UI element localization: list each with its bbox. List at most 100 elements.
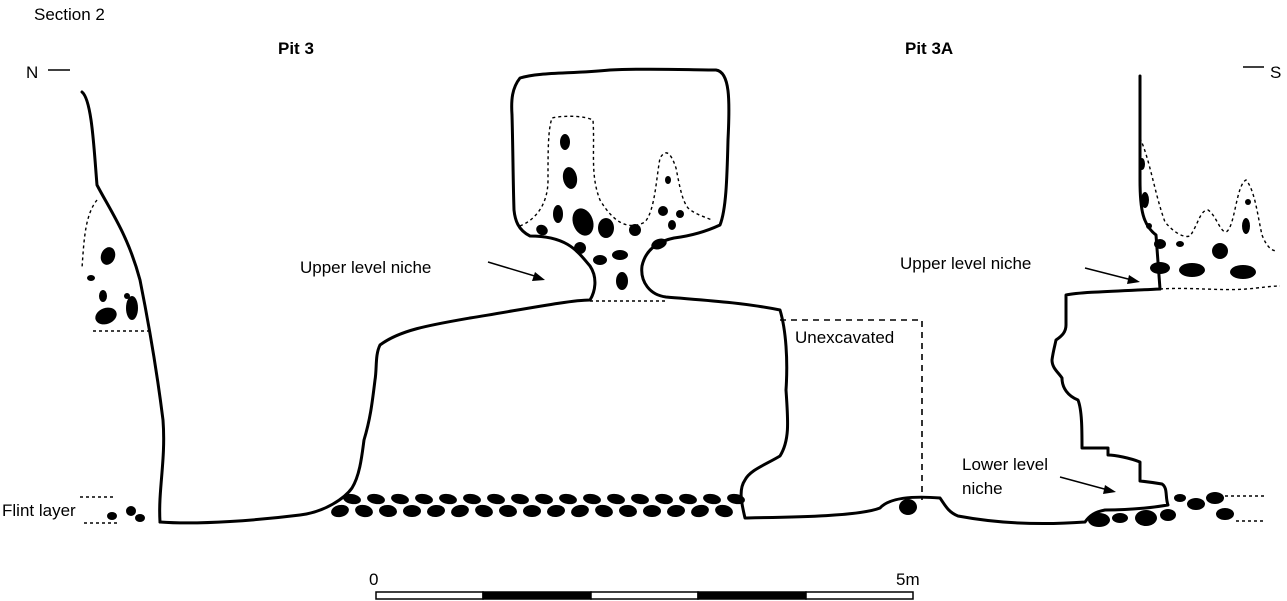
- flint-nodule: [665, 176, 671, 184]
- flint-nodule: [1150, 262, 1170, 274]
- flint-nodule: [1146, 223, 1152, 229]
- flint-nodule: [475, 504, 493, 518]
- flint-nodule: [1154, 239, 1166, 249]
- flint-nodule: [403, 505, 421, 517]
- lower-niche-arrow: [1059, 476, 1109, 491]
- flint-nodule: [523, 505, 541, 517]
- pit3-profile: [158, 67, 1170, 526]
- flint-nodule: [1187, 498, 1205, 510]
- flint-nodule: [536, 224, 548, 236]
- flint-nodule: [1112, 513, 1128, 523]
- flint-nodule: [651, 238, 667, 250]
- flint-nodule: [439, 493, 457, 505]
- lower-niche-arrowhead: [1103, 485, 1116, 494]
- flint-nodule: [535, 493, 553, 505]
- scale-end-label: 5m: [896, 570, 920, 589]
- flint-nodule: [379, 504, 397, 518]
- flint-nodule: [1135, 510, 1157, 526]
- flint-nodule: [560, 134, 570, 150]
- flint-nodule: [676, 210, 684, 218]
- flint-nodule: [668, 220, 676, 230]
- north-wall-fill-boundary: [81, 199, 98, 269]
- scale-segment-3: [590, 591, 699, 600]
- flint-nodule: [511, 493, 529, 505]
- pit3-label: Pit 3: [278, 39, 314, 58]
- scale-segment-5: [805, 591, 914, 600]
- flint-nodule: [1088, 513, 1110, 527]
- pit3-fill-boundary: [519, 115, 713, 227]
- flint-layer-label: Flint layer: [2, 501, 76, 520]
- flint-nodule: [612, 250, 628, 260]
- lower-niche-label-1: Lower level: [962, 455, 1048, 474]
- scale-start-label: 0: [369, 570, 378, 589]
- flint-nodule: [1245, 199, 1251, 205]
- flint-nodules-floor: [107, 492, 1234, 527]
- upper-niche-left-arrow: [487, 261, 539, 278]
- flint-nodule: [553, 205, 563, 223]
- flint-nodule: [124, 293, 130, 299]
- flint-nodule: [572, 208, 594, 236]
- north-label: N: [26, 63, 38, 82]
- pit3a-fill-boundary: [1139, 137, 1277, 252]
- flint-nodule: [562, 167, 578, 189]
- flint-nodule: [574, 242, 586, 254]
- flint-nodule: [1176, 241, 1184, 247]
- flint-nodule: [367, 493, 385, 505]
- flint-nodule: [583, 493, 601, 505]
- flint-nodule: [619, 504, 637, 518]
- flint-nodule: [1160, 509, 1176, 521]
- flint-nodule: [658, 206, 668, 216]
- north-pit-wall: [80, 90, 166, 524]
- flint-nodule: [631, 493, 649, 505]
- flint-nodule: [655, 493, 673, 505]
- pit3a-fill-base: [1159, 285, 1281, 291]
- flint-nodule: [343, 493, 361, 505]
- flint-nodule: [1230, 265, 1256, 279]
- upper-niche-left-label: Upper level niche: [300, 258, 431, 277]
- flint-nodule: [1216, 508, 1234, 520]
- flint-nodule: [126, 506, 136, 516]
- flint-nodule: [135, 514, 145, 522]
- flint-nodule: [715, 504, 733, 518]
- flint-nodule: [1179, 263, 1205, 277]
- flint-nodule: [1212, 243, 1228, 259]
- flint-nodule: [451, 504, 469, 518]
- flint-nodule: [1174, 494, 1186, 502]
- unexcavated-outline: [780, 319, 923, 500]
- lower-niche-label-2: niche: [962, 479, 1003, 498]
- flint-nodule: [727, 493, 745, 505]
- flint-nodule: [1139, 158, 1145, 170]
- scale-segment-1: [375, 591, 484, 600]
- south-label: S: [1270, 63, 1281, 82]
- flint-nodule: [629, 224, 641, 236]
- flint-nodule: [415, 493, 433, 505]
- scale-segment-2: [482, 591, 592, 600]
- flint-nodule: [87, 275, 95, 281]
- flint-nodules-pit3-niche: [536, 134, 684, 290]
- flint-nodule: [499, 504, 517, 518]
- flint-nodule: [607, 493, 625, 505]
- flint-nodule: [598, 218, 614, 238]
- section-title: Section 2: [34, 5, 105, 24]
- flint-nodule: [100, 247, 116, 265]
- upper-niche-left-arrowhead: [532, 272, 545, 281]
- flint-nodules-pit3a-niche: [1139, 158, 1256, 279]
- flint-nodule: [679, 493, 697, 505]
- flint-nodule: [703, 493, 721, 505]
- flint-nodule: [643, 505, 661, 517]
- flint-nodule: [355, 504, 373, 518]
- flint-nodule: [571, 504, 589, 518]
- flint-nodule: [107, 512, 117, 520]
- flint-nodule: [616, 272, 628, 290]
- flint-nodule: [427, 504, 445, 518]
- flint-nodule: [487, 493, 505, 505]
- scale-bar: [375, 591, 914, 600]
- scale-segment-4: [697, 591, 807, 600]
- flint-nodule: [391, 493, 409, 505]
- flint-nodule: [667, 504, 685, 518]
- flint-nodule: [95, 307, 117, 325]
- upper-niche-right-label: Upper level niche: [900, 254, 1031, 273]
- upper-niche-right-arrowhead: [1127, 275, 1140, 284]
- flint-nodule: [691, 504, 709, 518]
